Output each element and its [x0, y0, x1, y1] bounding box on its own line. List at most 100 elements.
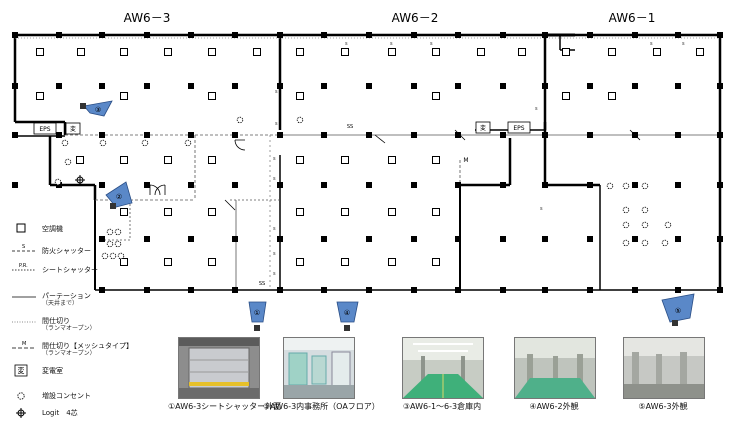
column [675, 287, 681, 293]
column [717, 236, 723, 242]
ss-label-1: SS [347, 124, 353, 130]
column [455, 83, 461, 89]
column [277, 83, 283, 89]
column [500, 132, 506, 138]
legend-partition-open: 間仕切り（ランマオープン） [42, 317, 96, 332]
outlet [661, 239, 669, 247]
column [144, 236, 150, 242]
photo-aw63-exterior [623, 337, 705, 399]
legend-aircon-icon [16, 223, 26, 233]
outlet [101, 252, 109, 260]
outlet [664, 221, 672, 229]
column [99, 182, 105, 188]
outlet [622, 221, 630, 229]
column [366, 32, 372, 38]
substation-left [65, 122, 81, 135]
caption-1: ①AW6-3シートシャッター外面 [168, 402, 282, 411]
outlet [236, 116, 244, 124]
aircon-unit [164, 258, 172, 266]
aircon-unit [608, 92, 616, 100]
column [188, 32, 194, 38]
column [232, 287, 238, 293]
zone-title-aw61: AW6－1 [609, 11, 656, 25]
column [587, 83, 593, 89]
column [500, 32, 506, 38]
outlet [141, 139, 149, 147]
column [277, 182, 283, 188]
substation-label-left: 変 [70, 125, 76, 133]
svg-text:④: ④ [344, 309, 350, 317]
column [188, 287, 194, 293]
column [232, 182, 238, 188]
column [455, 32, 461, 38]
svg-text:s: s [273, 156, 276, 162]
column [56, 132, 62, 138]
column [632, 287, 638, 293]
m-label: M [463, 157, 468, 164]
aircon-unit [208, 92, 216, 100]
legend-fire-shutter: 防火シャッター [42, 247, 91, 255]
eps-label-left: EPS [39, 126, 50, 133]
outlet [54, 178, 62, 186]
outlet [99, 139, 107, 147]
ss-label-2: SS [259, 281, 265, 287]
column [587, 236, 593, 242]
caption-3: ③AW6-1～6-3倉庫内 [402, 402, 482, 411]
column [675, 83, 681, 89]
column [232, 83, 238, 89]
column [500, 287, 506, 293]
column [542, 132, 548, 138]
column [366, 83, 372, 89]
aircon-unit [296, 156, 304, 164]
photo-office [283, 337, 355, 399]
svg-text:s: s [345, 41, 348, 47]
svg-text:②: ② [116, 193, 122, 201]
aircon-unit [208, 156, 216, 164]
aircon-unit [432, 208, 440, 216]
aircon-unit [164, 208, 172, 216]
aircon-unit [36, 48, 44, 56]
aircon-unit [432, 48, 440, 56]
aircon-unit [341, 208, 349, 216]
column [188, 83, 194, 89]
svg-text:③: ③ [95, 106, 101, 114]
column [587, 132, 593, 138]
column [455, 236, 461, 242]
column [188, 236, 194, 242]
svg-text:s: s [273, 271, 276, 277]
column [12, 32, 18, 38]
column [587, 32, 593, 38]
legend-symbols: S P.R. M 変 [12, 223, 36, 418]
aircon-unit [608, 48, 616, 56]
outlet [61, 139, 69, 147]
aircon-unit [164, 156, 172, 164]
aircon-unit [432, 92, 440, 100]
column [144, 83, 150, 89]
svg-text:s: s [275, 121, 278, 127]
camera-marker-2: ② [105, 181, 133, 209]
column [232, 132, 238, 138]
column [366, 182, 372, 188]
column [188, 182, 194, 188]
column [232, 236, 238, 242]
photo-sheet-shutter [178, 337, 260, 399]
outlet [641, 221, 649, 229]
aircon-unit [341, 258, 349, 266]
photo-aw62-exterior [514, 337, 596, 399]
aircon-unit [296, 48, 304, 56]
outlet [641, 239, 649, 247]
column [411, 287, 417, 293]
outlet [109, 252, 117, 260]
svg-text:s: s [430, 41, 433, 47]
outlet [641, 206, 649, 214]
column [144, 132, 150, 138]
aircon-unit [120, 156, 128, 164]
aircon-unit [432, 156, 440, 164]
legend-aircon: 空調機 [42, 225, 63, 233]
column [366, 236, 372, 242]
outlet [606, 182, 614, 190]
column [366, 287, 372, 293]
aircon-unit [388, 48, 396, 56]
column [717, 32, 723, 38]
